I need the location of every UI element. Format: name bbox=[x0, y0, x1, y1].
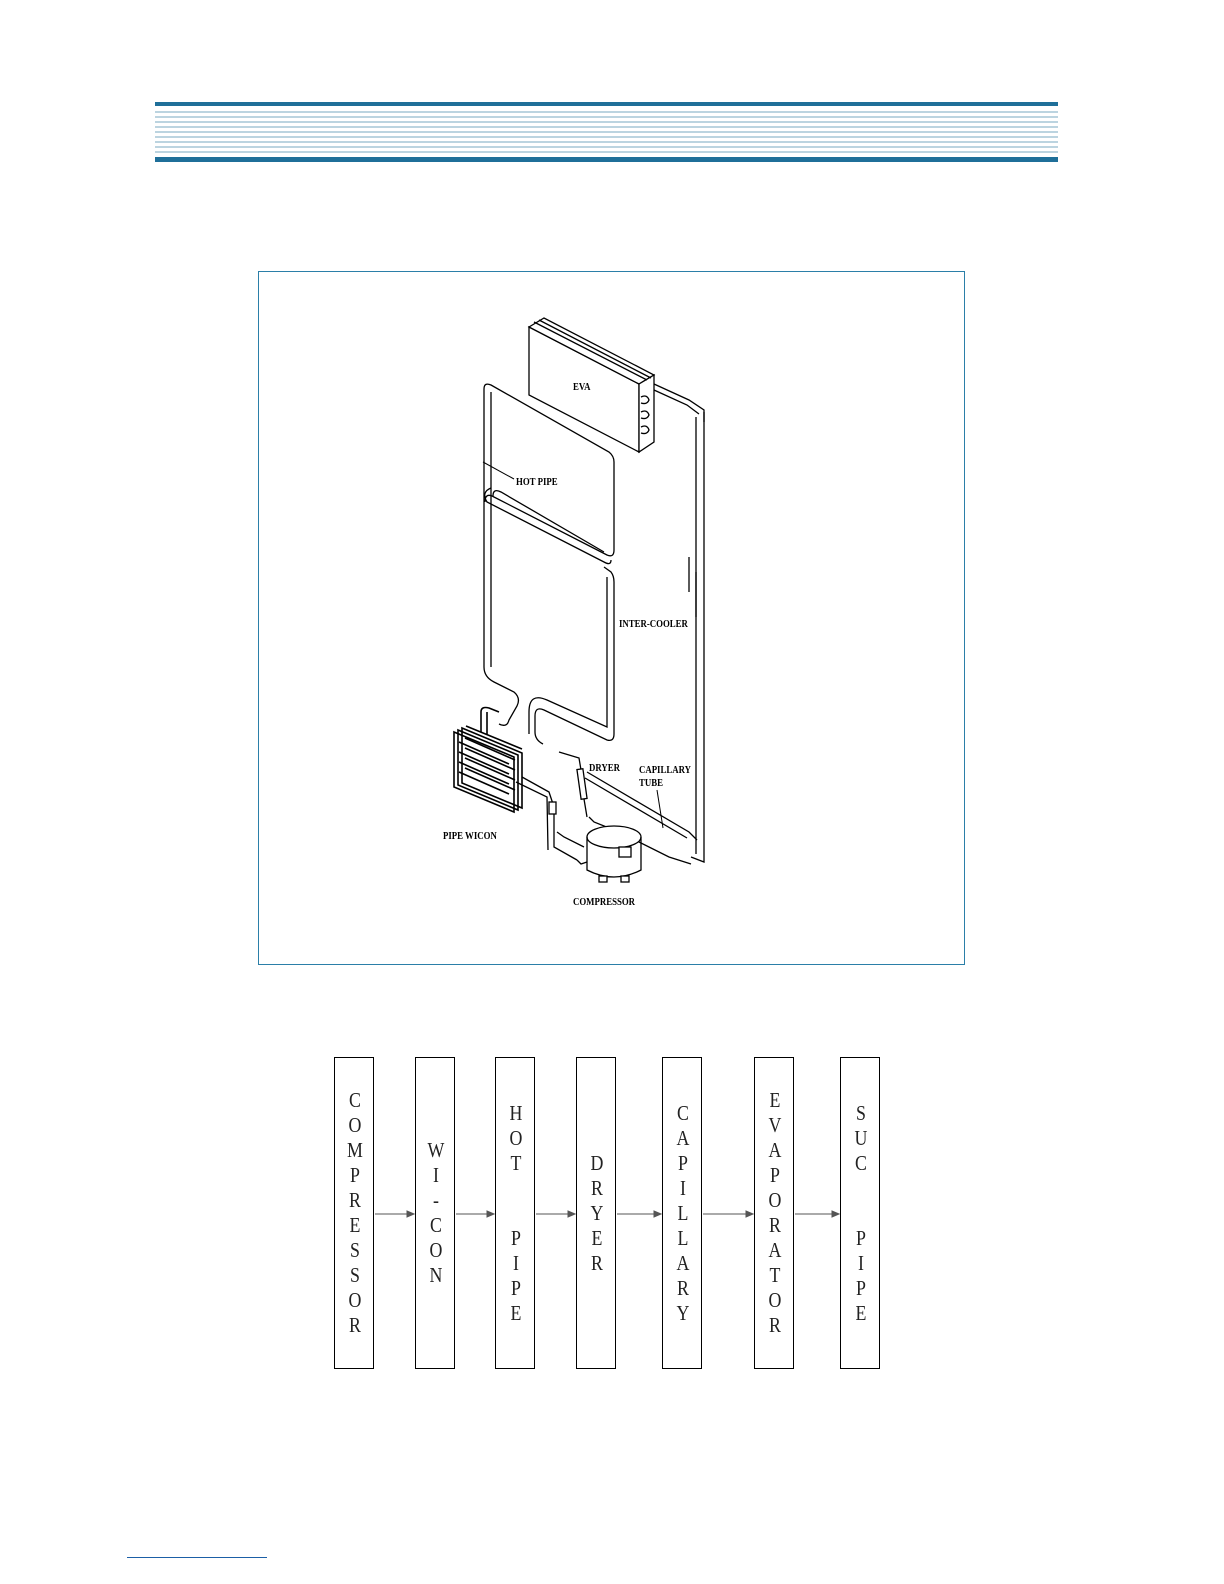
compressor-unit bbox=[557, 826, 641, 882]
flow-step-label: DRYER bbox=[587, 1151, 605, 1276]
refrigeration-diagram-frame: EVA HOT PIPE INTER-COOLER DRYER CAPILLAR… bbox=[258, 271, 965, 965]
flow-step-suc-pipe: SUC PIPE bbox=[840, 1057, 880, 1369]
hot-pipe-loop bbox=[484, 384, 614, 744]
label-hot-pipe: HOT PIPE bbox=[516, 476, 558, 488]
evaporator-unit bbox=[529, 318, 704, 452]
flow-step-label: EVAPORATOR bbox=[765, 1088, 783, 1338]
label-compressor: COMPRESSOR bbox=[573, 896, 636, 908]
flow-step-label: CAPILLARY bbox=[673, 1101, 691, 1326]
flow-step-label: WI-CON bbox=[426, 1138, 444, 1288]
flow-step-label: HOT PIPE bbox=[506, 1101, 524, 1326]
flow-step-compressor: COMPRESSOR bbox=[334, 1057, 374, 1369]
flow-step-hot-pipe: HOT PIPE bbox=[495, 1057, 535, 1369]
footer-rule bbox=[127, 1557, 267, 1558]
flow-step-label: COMPRESSOR bbox=[345, 1088, 363, 1338]
refrigerant-flow-chart: COMPRESSOR WI-CON HOT PIPE DRYER CAPILLA… bbox=[0, 1050, 1224, 1380]
flow-step-label: SUC PIPE bbox=[851, 1101, 869, 1326]
flow-step-evaporator: EVAPORATOR bbox=[754, 1057, 794, 1369]
label-inter-cooler: INTER-COOLER bbox=[619, 618, 689, 630]
flow-step-dryer: DRYER bbox=[576, 1057, 616, 1369]
flow-step-capillary: CAPILLARY bbox=[662, 1057, 702, 1369]
pipe-wicon-coil bbox=[454, 708, 522, 813]
header-stripe-bar bbox=[155, 102, 1058, 162]
refrigeration-schematic: EVA HOT PIPE INTER-COOLER DRYER CAPILLAR… bbox=[259, 272, 966, 966]
label-dryer: DRYER bbox=[589, 762, 621, 774]
dryer-part bbox=[577, 769, 587, 817]
flow-step-wicon: WI-CON bbox=[415, 1057, 455, 1369]
label-capillary-line1: CAPILLARY bbox=[639, 764, 691, 776]
label-eva: EVA bbox=[573, 381, 591, 393]
label-capillary-line2: TUBE bbox=[639, 777, 663, 789]
label-pipe-wicon: PIPE WICON bbox=[443, 830, 498, 842]
